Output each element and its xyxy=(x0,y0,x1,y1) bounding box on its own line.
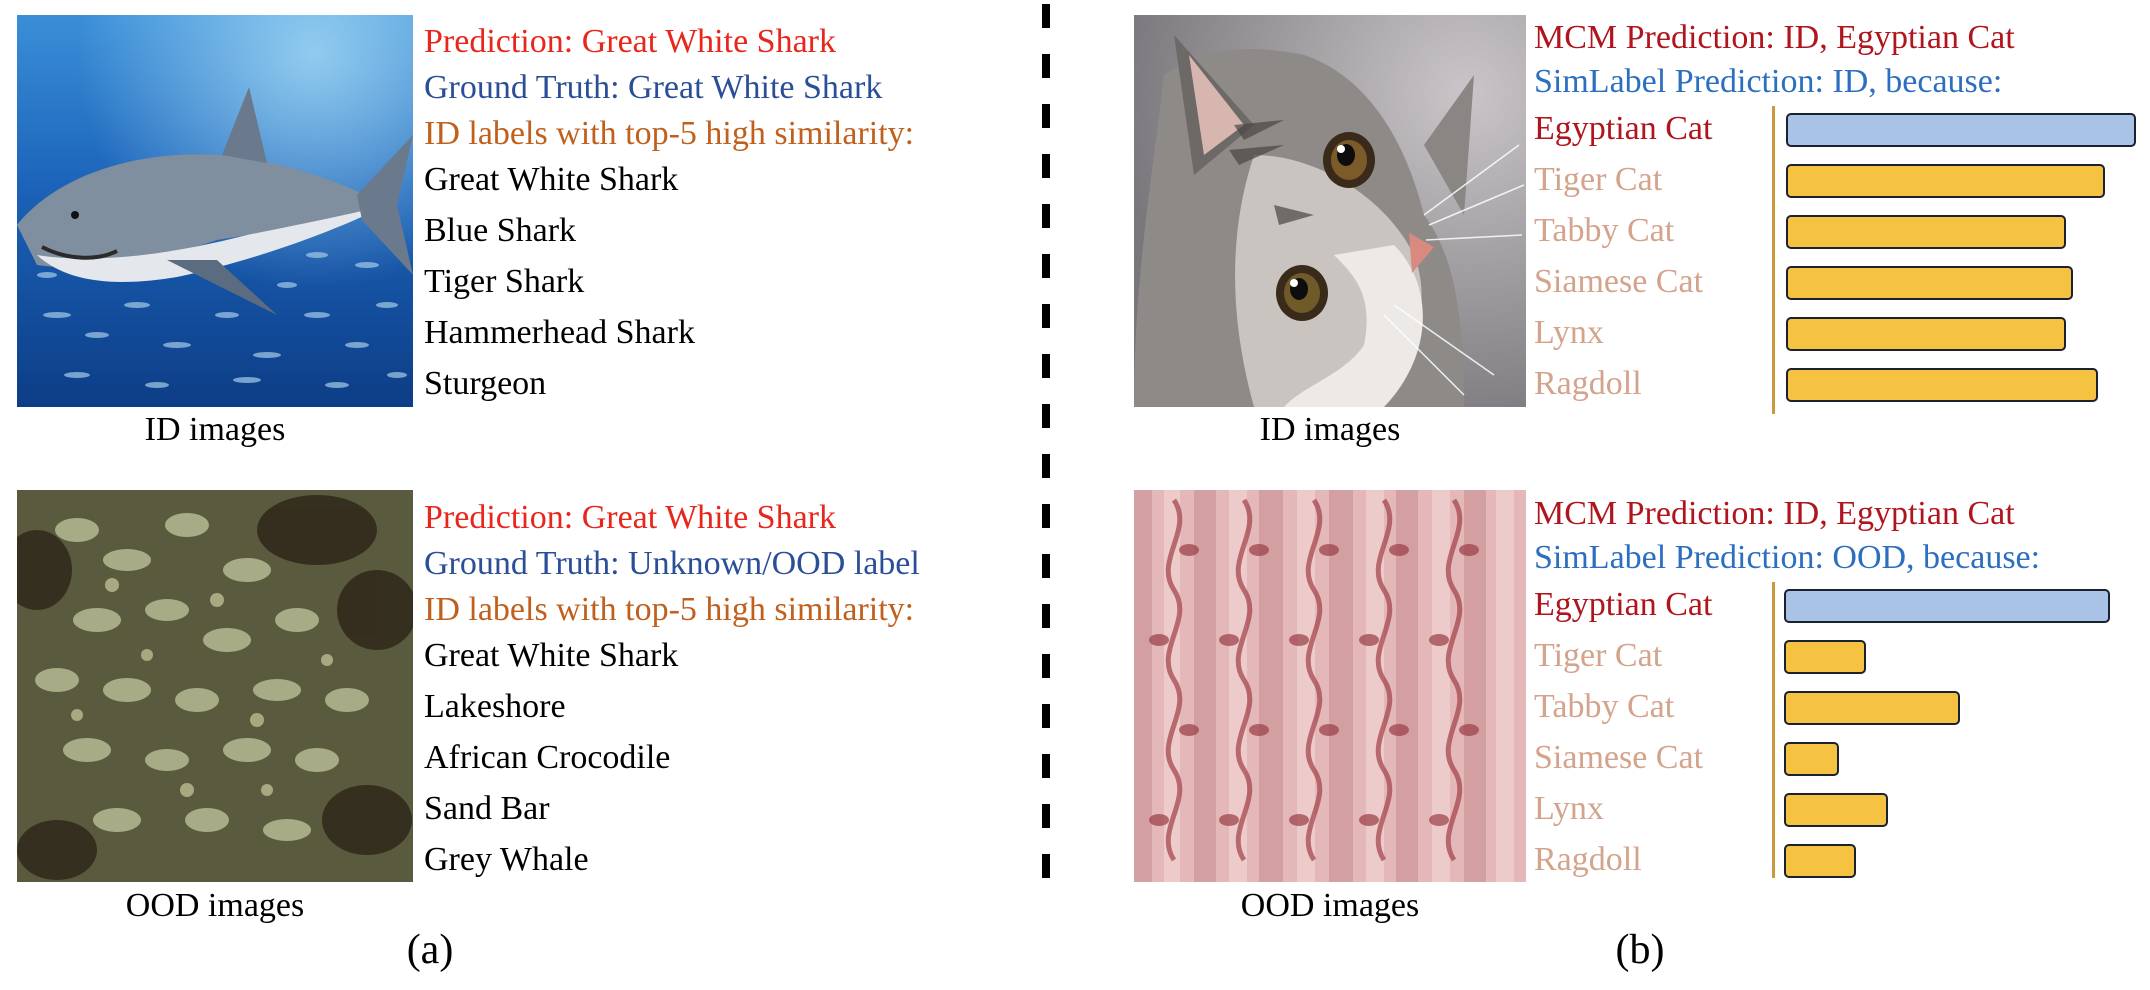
id-sim-label-1: Egyptian Cat xyxy=(1534,110,1713,147)
id-similarity-bar-6 xyxy=(1786,368,2098,402)
id-sim-label-5: Lynx xyxy=(1534,314,1604,351)
id-similarity-bar-5 xyxy=(1786,317,2066,351)
id-label-1: Great White Shark xyxy=(424,161,679,198)
id-caption-b: ID images xyxy=(1259,411,1401,448)
ood-ground-truth: Ground Truth: Unknown/OOD label xyxy=(424,545,920,582)
ood-label-3: African Crocodile xyxy=(424,739,671,776)
ood-mcm-prediction: MCM Prediction: ID, Egyptian Cat xyxy=(1534,495,2015,532)
id-top5-header: ID labels with top-5 high similarity: xyxy=(424,115,915,152)
panel-a-label: (a) xyxy=(406,927,454,973)
id-sim-label-6: Ragdoll xyxy=(1534,365,1642,402)
ood-sim-label-6: Ragdoll xyxy=(1534,841,1642,878)
id-prediction: Prediction: Great White Shark xyxy=(424,23,836,60)
curtain-image xyxy=(1134,490,1526,882)
ood-bar-axis xyxy=(1772,582,1775,878)
plant-image xyxy=(17,490,413,882)
ood-similarity-bar-4 xyxy=(1784,742,1839,776)
id-label-4: Hammerhead Shark xyxy=(424,314,695,351)
id-similarity-bar-4 xyxy=(1786,266,2073,300)
ood-caption: OOD images xyxy=(125,887,305,924)
id-label-2: Blue Shark xyxy=(424,212,577,249)
ood-simlabel-prediction: SimLabel Prediction: OOD, because: xyxy=(1534,539,2041,576)
ood-sim-label-4: Siamese Cat xyxy=(1534,739,1704,776)
ood-label-1: Great White Shark xyxy=(424,637,679,674)
id-similarity-bar-2 xyxy=(1786,164,2105,198)
id-caption: ID images xyxy=(144,411,286,448)
id-similarity-bar-3 xyxy=(1786,215,2066,249)
id-ground-truth: Ground Truth: Great White Shark xyxy=(424,69,883,106)
ood-similarity-bar-3 xyxy=(1784,691,1960,725)
ood-sim-label-1: Egyptian Cat xyxy=(1534,586,1713,623)
ood-sim-label-5: Lynx xyxy=(1534,790,1604,827)
panel-b-label: (b) xyxy=(1615,927,1665,973)
id-similarity-bar-1 xyxy=(1786,113,2136,147)
id-sim-label-2: Tiger Cat xyxy=(1534,161,1663,198)
ood-top5-header: ID labels with top-5 high similarity: xyxy=(424,591,915,628)
ood-similarity-bar-6 xyxy=(1784,844,1856,878)
id-bar-axis xyxy=(1772,106,1775,414)
ood-similarity-bar-2 xyxy=(1784,640,1866,674)
ood-sim-label-2: Tiger Cat xyxy=(1534,637,1663,674)
ood-sim-label-3: Tabby Cat xyxy=(1534,688,1675,725)
ood-similarity-bar-5 xyxy=(1784,793,1888,827)
ood-similarity-bar-1 xyxy=(1784,589,2110,623)
id-label-5: Sturgeon xyxy=(424,365,547,402)
id-label-3: Tiger Shark xyxy=(424,263,585,300)
id-sim-label-4: Siamese Cat xyxy=(1534,263,1704,300)
ood-label-4: Sand Bar xyxy=(424,790,550,827)
shark-image xyxy=(17,15,413,407)
ood-caption-b: OOD images xyxy=(1240,887,1420,924)
id-mcm-prediction: MCM Prediction: ID, Egyptian Cat xyxy=(1534,19,2015,56)
id-sim-label-3: Tabby Cat xyxy=(1534,212,1675,249)
id-simlabel-prediction: SimLabel Prediction: ID, because: xyxy=(1534,63,2003,100)
ood-label-5: Grey Whale xyxy=(424,841,589,878)
ood-label-2: Lakeshore xyxy=(424,688,566,725)
cat-image xyxy=(1134,15,1526,407)
ood-prediction: Prediction: Great White Shark xyxy=(424,499,836,536)
